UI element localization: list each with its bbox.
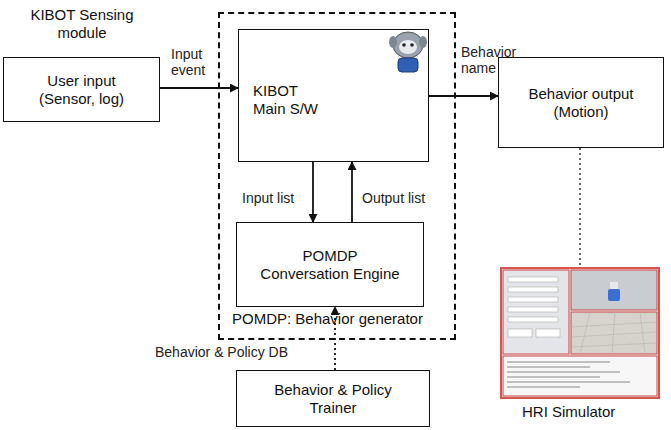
form-field — [536, 329, 560, 337]
log-line — [507, 367, 590, 368]
form-field — [508, 317, 558, 322]
status-view — [571, 270, 657, 310]
box-label: Behavior & Policy Trainer — [263, 381, 403, 417]
edge-label: Input event — [171, 46, 221, 78]
flow-arrow — [312, 162, 314, 222]
log-line — [507, 377, 600, 378]
sim-robot-head — [610, 282, 618, 289]
robot-body — [398, 58, 418, 72]
robot-head — [393, 32, 423, 58]
control-panel — [503, 270, 569, 354]
box-label: KIBOT Main S/W — [253, 82, 328, 118]
input-box: KIBOT Sensing moduleUser input (Sensor, … — [3, 57, 160, 122]
caption-label: HRI Simulator — [522, 403, 642, 421]
log-line — [507, 382, 630, 383]
robot-ear — [389, 36, 397, 48]
module-heading: KIBOT Sensing module — [26, 6, 138, 42]
form-field — [508, 307, 558, 312]
grid-line — [580, 312, 590, 354]
sim-robot — [608, 289, 620, 301]
dotted-leader — [579, 148, 581, 266]
grid-line — [640, 312, 645, 354]
process-box: KIBOT Main S/W — [238, 29, 429, 162]
log-lines — [507, 362, 630, 387]
robot-eye — [402, 43, 406, 47]
form-fields — [508, 277, 560, 337]
edge-label: Input list — [242, 190, 312, 206]
box-label: POMDP Conversation Engine — [259, 247, 401, 283]
form-field — [508, 287, 558, 292]
grid-line — [571, 332, 657, 337]
edge-label: Behavior & Policy DB — [155, 344, 335, 360]
log-panel — [503, 356, 657, 396]
robot-eye — [410, 43, 414, 47]
group-label: POMDP: Behavior generator — [232, 310, 452, 328]
robot-icon — [388, 29, 428, 75]
simulator-screenshot — [500, 267, 660, 399]
robot-ear — [419, 36, 427, 48]
robot-face — [399, 40, 417, 54]
flow-arrow — [429, 95, 498, 97]
floor-grid — [571, 312, 657, 354]
log-line — [507, 372, 620, 373]
flow-arrow — [160, 87, 238, 89]
trainer-box: Behavior & Policy Trainer — [236, 370, 430, 427]
edge-label: Output list — [362, 190, 442, 206]
form-field — [508, 329, 532, 337]
log-line — [507, 362, 610, 363]
form-field — [508, 277, 558, 282]
output-box: Behavior output (Motion) — [498, 57, 664, 148]
scene-view — [571, 312, 657, 354]
edge-label: Behavior name — [461, 44, 531, 76]
box-label: Behavior output (Motion) — [516, 85, 646, 121]
dotted-arrow — [334, 307, 336, 370]
log-line — [507, 387, 580, 388]
grid-line — [612, 312, 615, 354]
group-boundary: POMDP: Behavior generator KIBOT Main S/W P… — [218, 12, 456, 340]
process-box: POMDP Conversation Engine — [236, 222, 424, 307]
flow-arrow — [351, 162, 353, 222]
box-label: User input (Sensor, log) — [32, 72, 132, 108]
form-field — [508, 297, 558, 302]
screen-frame — [501, 268, 659, 398]
